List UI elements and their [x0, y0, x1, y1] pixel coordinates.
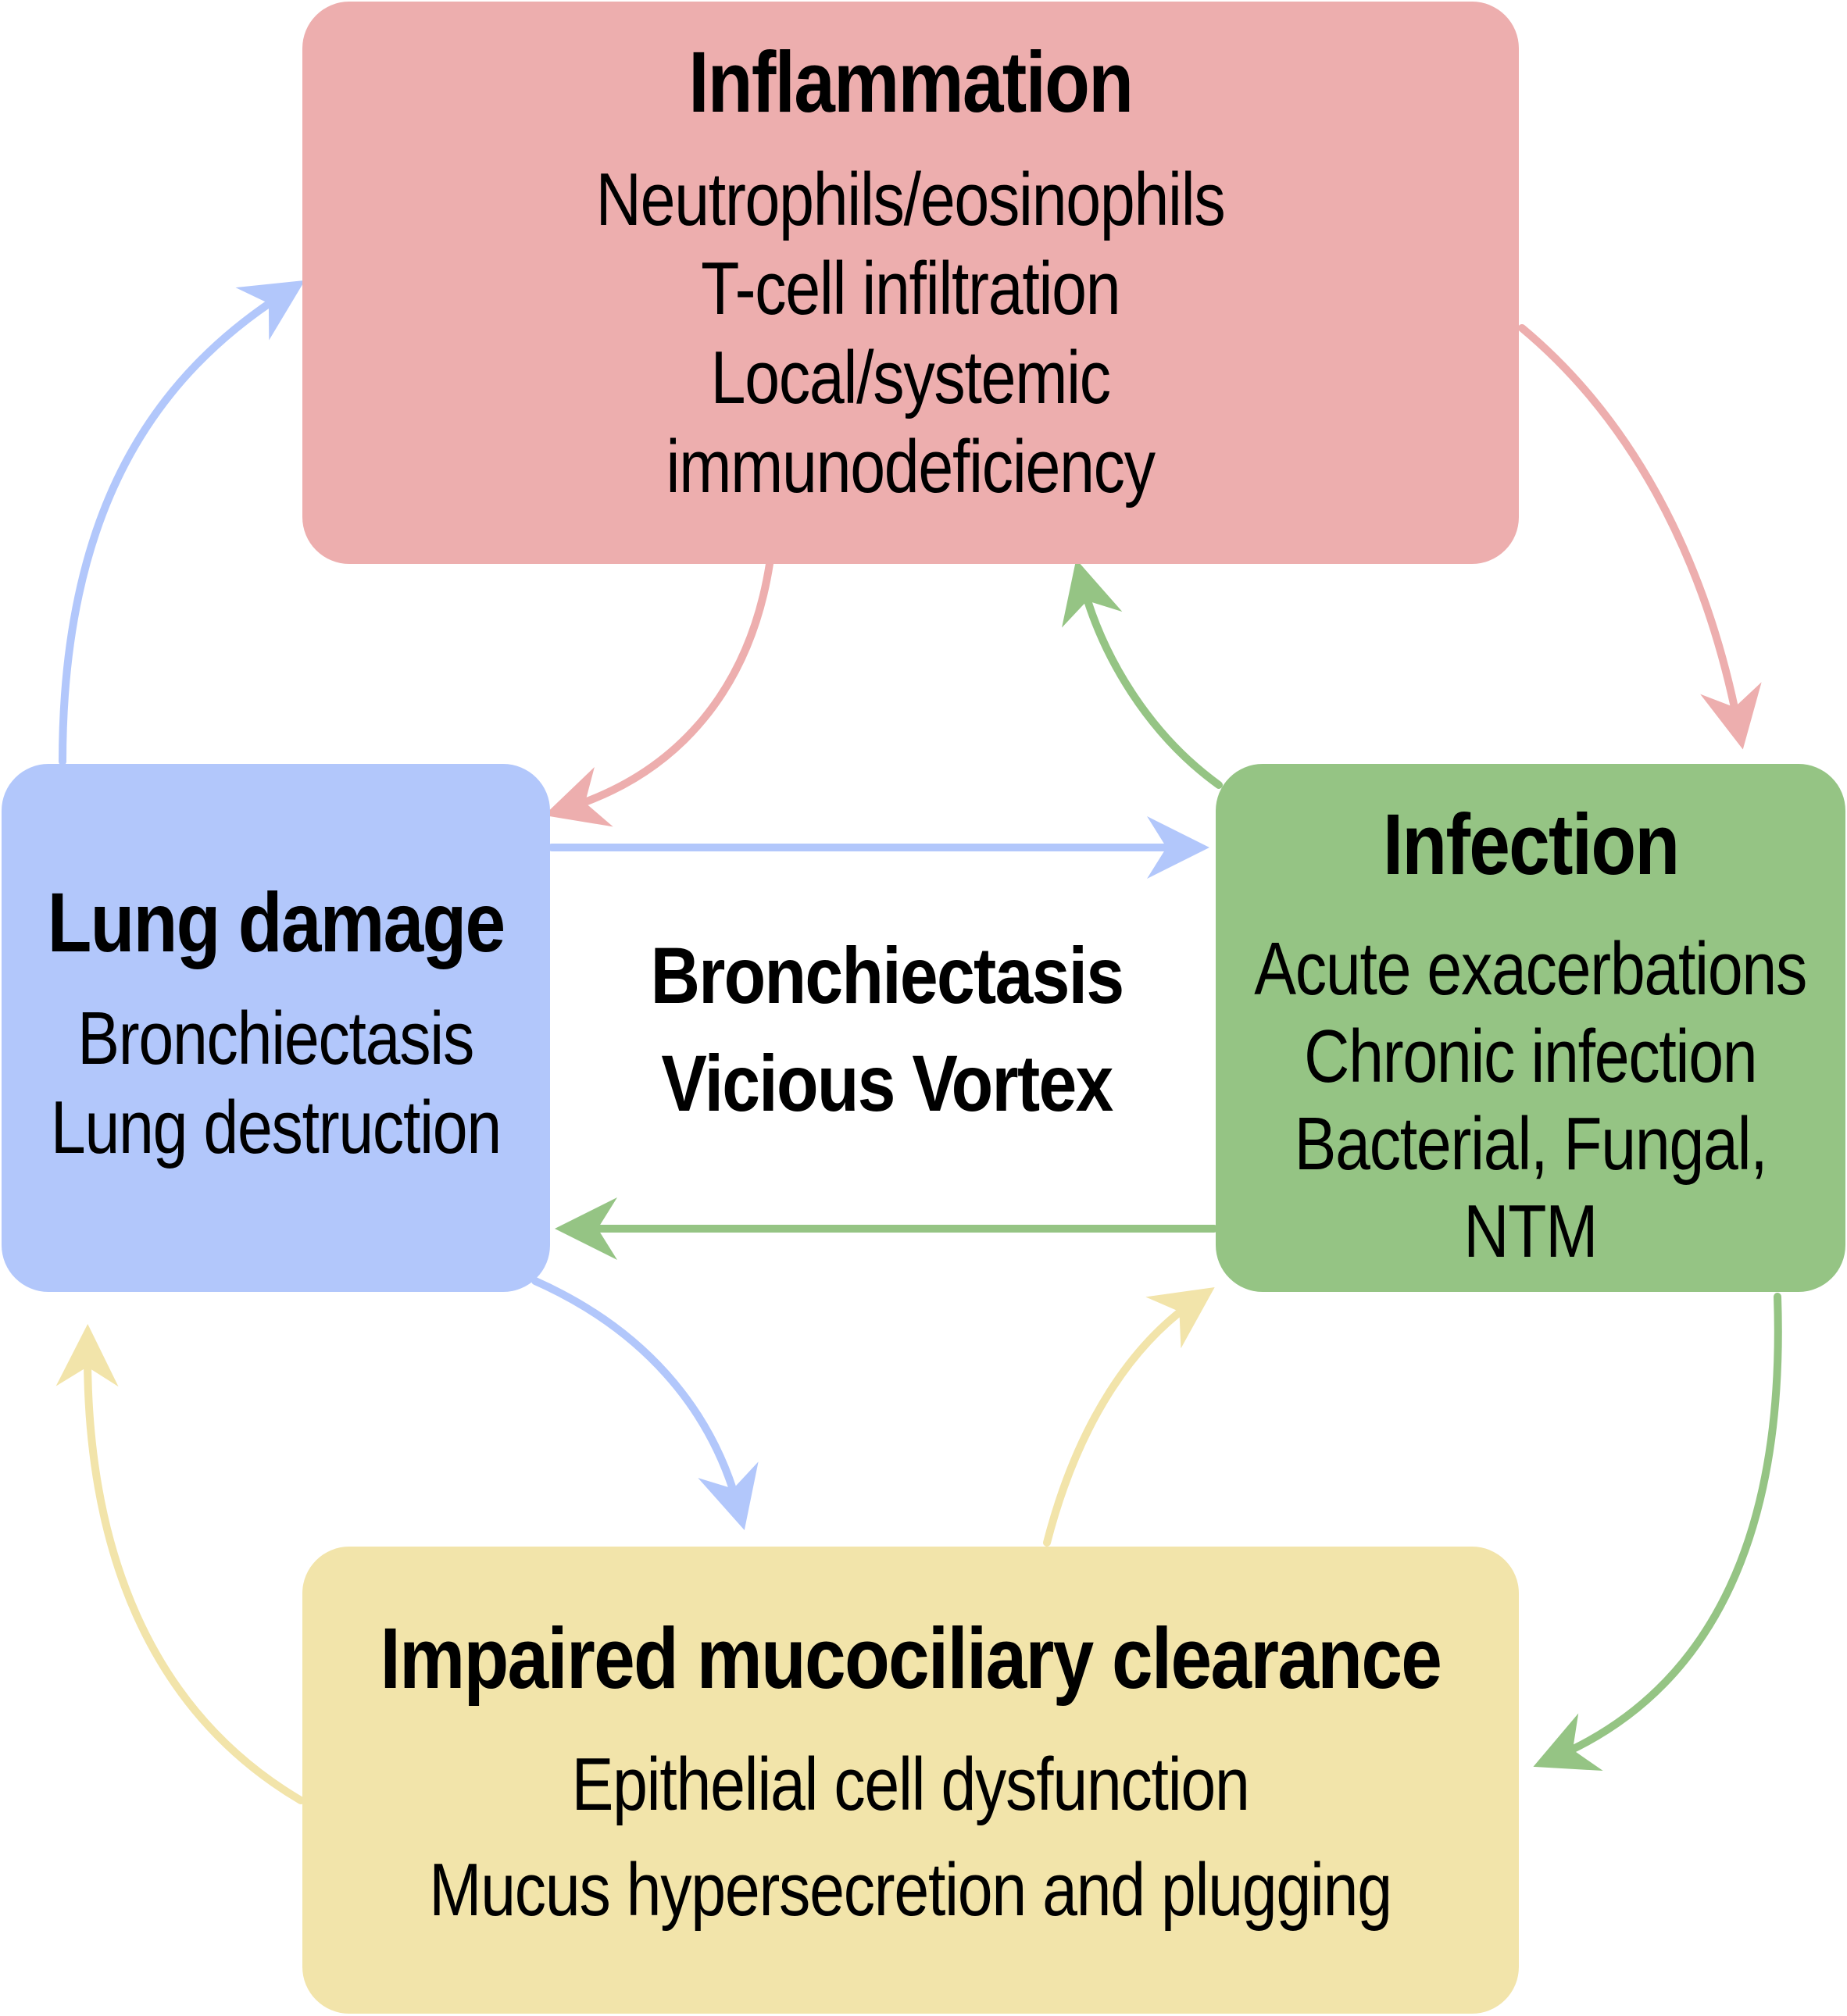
center-label-line: Vicious Vortex [661, 1039, 1113, 1128]
arrow-infection-to-inflammation [1062, 558, 1223, 789]
arrow-inflammation-to-infection [1518, 324, 1762, 750]
arrow-lung-to-mucociliary [531, 1277, 759, 1530]
mucociliary-title: Impaired mucociliary clearance [380, 1611, 1442, 1707]
infection-title: Infection [1382, 797, 1680, 893]
inflammation-line: T-cell infiltration [701, 247, 1121, 330]
inflammation-line: immunodeficiency [666, 425, 1156, 508]
arrow-lung-to-inflammation [59, 280, 305, 765]
infection-box: Infection Acute exacerbations Chronic in… [1216, 764, 1845, 1292]
arrow-mucociliary-to-infection [1043, 1286, 1215, 1547]
infection-line: Bacterial, Fungal, [1294, 1102, 1768, 1186]
lung-damage-line: Bronchiectasis [77, 997, 475, 1080]
lung-damage-title: Lung damage [47, 875, 506, 969]
arrow-mucociliary-to-lung [55, 1324, 305, 1804]
arrow-infection-to-mucociliary [1533, 1293, 1782, 1772]
lung-damage-line: Lung destruction [50, 1086, 502, 1169]
infection-line: Acute exacerbations [1254, 927, 1808, 1011]
infection-line: Chronic infection [1304, 1015, 1757, 1098]
inflammation-box: Inflammation Neutrophils/eosinophils T-c… [302, 2, 1519, 564]
mucociliary-box: Impaired mucociliary clearance Epithelia… [302, 1547, 1519, 2014]
inflammation-line: Local/systemic [710, 336, 1111, 419]
mucociliary-line: Mucus hypersecretion and plugging [429, 1848, 1393, 1932]
arrow-inflammation-to-lung [544, 560, 773, 827]
center-label-line: Bronchiectasis [650, 931, 1125, 1020]
center-label: Bronchiectasis Vicious Vortex [594, 922, 1180, 1137]
lung-damage-box: Lung damage Bronchiectasis Lung destruct… [2, 764, 550, 1292]
infection-line: NTM [1463, 1190, 1599, 1273]
mucociliary-line: Epithelial cell dysfunction [572, 1743, 1250, 1826]
inflammation-title: Inflammation [688, 34, 1134, 130]
inflammation-line: Neutrophils/eosinophils [596, 158, 1226, 241]
